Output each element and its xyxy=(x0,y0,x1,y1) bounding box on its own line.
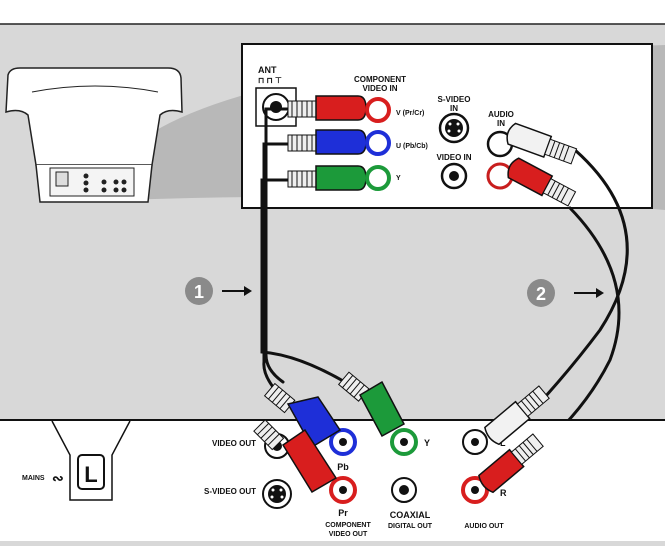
mains-symbol: ∾ xyxy=(52,470,64,486)
u-label: U (Pb/Cb) xyxy=(396,143,428,150)
mains-l-badge xyxy=(77,454,105,490)
svideo-in-label-2: IN xyxy=(450,104,458,113)
mains-l-letter: L xyxy=(84,462,97,487)
audio-out-l-label: L xyxy=(500,438,506,448)
tv-plug-white xyxy=(506,122,553,159)
cable-white xyxy=(533,148,629,410)
component-out-label-1: COMPONENT xyxy=(325,522,371,529)
tv-plug-blue xyxy=(315,129,367,155)
player-plug-red xyxy=(281,428,338,494)
tv-plug-red xyxy=(315,95,367,121)
audio-in-label-1: AUDIO xyxy=(488,110,514,119)
v-label: V (Pr/Cr) xyxy=(396,110,424,117)
svideo-in-label-1: S-VIDEO xyxy=(438,95,471,104)
cable-red xyxy=(264,107,294,384)
component-out-label-2: VIDEO OUT xyxy=(329,531,368,538)
tv-back xyxy=(5,67,183,203)
video-out-label: VIDEO OUT xyxy=(212,439,256,448)
player-plug-white xyxy=(484,400,531,446)
step-1-marker: 1 xyxy=(185,277,252,305)
player-plug-green xyxy=(358,380,406,438)
y-label: Y xyxy=(396,175,401,182)
player-plug-red-audio xyxy=(478,448,525,494)
pr-label: Pr xyxy=(338,508,348,518)
audio-out-r-label: R xyxy=(500,488,507,498)
audio-out-label: AUDIO OUT xyxy=(464,523,504,530)
step-2-badge xyxy=(527,279,555,307)
pb-label: Pb xyxy=(337,462,349,472)
tv-plug-green xyxy=(315,165,367,191)
step-1-badge xyxy=(185,277,213,305)
tv-plug-red-audio xyxy=(507,157,554,197)
step-2-number: 2 xyxy=(536,284,546,304)
svideo-out-label: S-VIDEO OUT xyxy=(204,487,256,496)
coaxial-label-2: DIGITAL OUT xyxy=(388,523,433,530)
step-1-number: 1 xyxy=(194,282,204,302)
step-2-marker: 2 xyxy=(527,279,604,307)
mains-label: MAINS xyxy=(22,475,45,482)
player-plugs xyxy=(253,371,550,494)
tv-component-plugs xyxy=(287,95,391,191)
component-in-label-2: VIDEO IN xyxy=(362,84,397,93)
ant-symbol: ⊓ ⊓ ⊤ xyxy=(258,76,282,85)
tv-audio-plugs xyxy=(506,122,578,207)
cable-green xyxy=(260,178,352,387)
y-label: Y xyxy=(424,438,430,448)
mains-socket xyxy=(51,420,131,501)
coaxial-label-1: COAXIAL xyxy=(390,510,431,520)
ant-label: ANT xyxy=(258,65,277,75)
component-in-label-1: COMPONENT xyxy=(354,75,406,84)
audio-in-label-2: IN xyxy=(497,119,505,128)
top-band xyxy=(0,0,665,24)
video-in-label: VIDEO IN xyxy=(436,153,471,162)
